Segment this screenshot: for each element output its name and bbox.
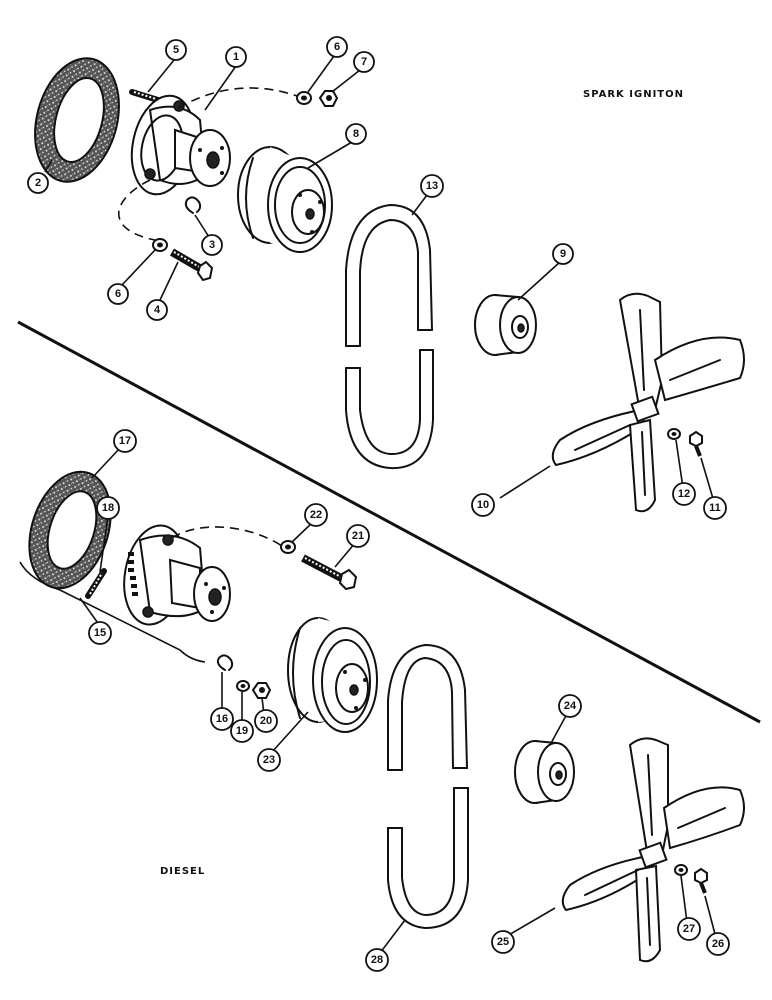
callout-11: 11 [703,496,727,520]
callout-5: 5 [165,39,187,61]
svg-text:15: 15 [94,627,106,639]
svg-text:6: 6 [334,41,340,53]
callout-21: 21 [346,524,370,548]
stud-top [129,89,161,103]
fan-spacer-top [474,294,537,356]
svg-text:6: 6 [115,288,121,300]
stud-bottom [85,568,107,599]
svg-text:23: 23 [263,754,275,766]
svg-text:17: 17 [119,435,131,447]
spark-ignition-label: SPARK IGNITON [583,89,684,100]
svg-text:2: 2 [35,177,41,189]
svg-text:21: 21 [352,530,364,542]
gasket-bottom [28,470,112,590]
callout-6-lower: 6 [107,283,129,305]
callout-26: 26 [706,932,730,956]
water-pump-bottom [123,524,231,626]
svg-text:11: 11 [709,502,721,514]
svg-text:16: 16 [216,713,228,725]
svg-text:5: 5 [173,44,179,56]
svg-text:24: 24 [564,700,577,712]
nut-bottom [251,682,272,699]
nut-top [318,90,339,107]
callout-3: 3 [201,234,223,256]
callout-25: 25 [491,930,515,954]
pulley-top [237,146,333,253]
svg-text:19: 19 [236,725,248,737]
gasket-top [34,57,120,183]
svg-text:25: 25 [497,936,509,948]
callout-2: 2 [27,172,49,194]
callout-23: 23 [257,748,281,772]
svg-text:12: 12 [678,488,690,500]
callout-17: 17 [113,429,137,453]
fan-bottom [561,737,745,963]
clip-bottom [216,654,234,671]
fan-spacer-bottom [514,740,575,804]
svg-text:3: 3 [209,239,215,251]
bolt-bottom [301,554,358,591]
svg-text:27: 27 [683,923,695,935]
svg-text:4: 4 [154,304,161,316]
callout-9: 9 [552,243,574,265]
callout-18: 18 [96,496,120,520]
svg-text:10: 10 [477,499,489,511]
svg-text:8: 8 [353,128,359,140]
section-divider-line [17,320,761,724]
callout-1: 1 [225,46,247,68]
callout-6-upper: 6 [326,36,348,58]
fan-bolt-bottom [694,867,708,894]
callout-20: 20 [254,709,278,733]
svg-text:18: 18 [102,502,114,514]
svg-text:28: 28 [371,954,383,966]
svg-text:13: 13 [426,180,438,192]
callout-19: 19 [230,719,254,743]
dash-line-top-a [177,87,298,109]
clip-top [184,196,202,214]
svg-text:9: 9 [560,248,566,260]
fan-bolt-top [689,430,703,457]
belt-top [345,204,434,470]
bolt-top [169,248,214,282]
svg-text:22: 22 [310,509,322,521]
water-pump-top [130,94,231,196]
callout-16: 16 [210,707,234,731]
belt-bottom [387,644,469,929]
callout-4: 4 [146,299,168,321]
callout-13: 13 [420,174,444,198]
callout-27: 27 [677,917,701,941]
callout-10: 10 [471,493,495,517]
callout-7: 7 [353,51,375,73]
callout-8: 8 [345,123,367,145]
callout-24: 24 [558,694,582,718]
fan-top [551,292,745,513]
pulley-bottom [287,617,378,733]
svg-text:20: 20 [260,715,272,727]
svg-text:1: 1 [233,51,239,63]
callout-28: 28 [365,948,389,972]
diesel-label: DIESEL [160,866,205,877]
callout-15: 15 [88,621,112,645]
leader-lines [44,55,717,954]
svg-text:7: 7 [361,56,367,68]
callout-12: 12 [672,482,696,506]
callout-22: 22 [304,503,328,527]
dash-line-top-b [117,179,156,241]
assembly-bracket-15 [19,561,206,663]
svg-text:26: 26 [712,938,724,950]
